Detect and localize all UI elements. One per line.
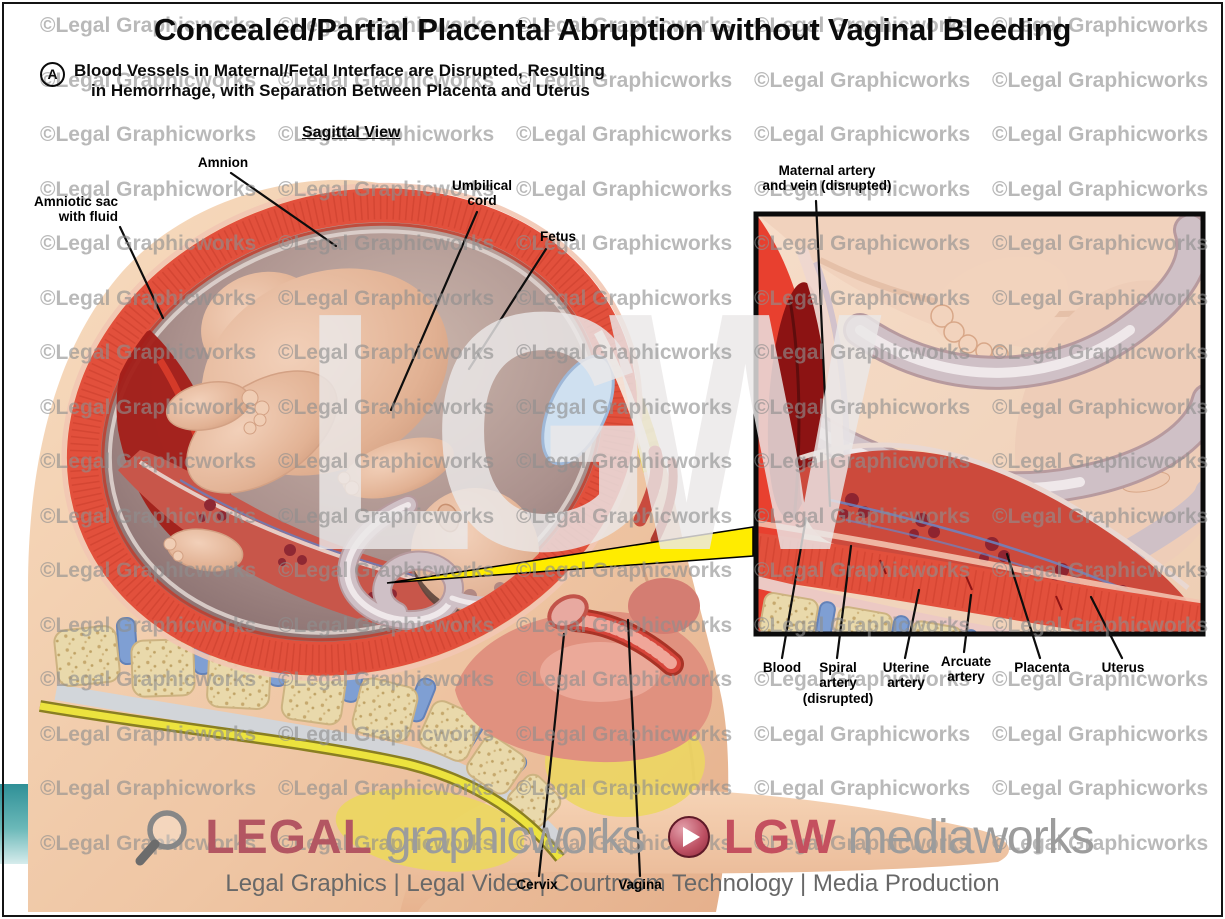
label-amnion: Amnion: [197, 155, 249, 170]
brand-legal: LEGAL: [205, 810, 373, 864]
leader-line-vagina: [626, 618, 642, 878]
label-spiral-artery: Spiral artery (disrupted): [802, 660, 874, 706]
fetus-foot-inset: [932, 256, 1068, 348]
subtitle-line2: in Hemorrhage, with Separation Between P…: [91, 81, 590, 101]
leader-line-spiral-artery: [835, 544, 853, 660]
label-amniotic-sac: Amniotic sac with fluid: [33, 194, 118, 225]
play-icon: [667, 816, 710, 858]
leader-line-uterine-artery: [903, 588, 921, 660]
fetus-figure: [163, 268, 539, 620]
label-maternal-vessels: Maternal artery and vein (disrupted): [762, 163, 892, 194]
subtitle: Blood Vessels in Maternal/Fetal Interfac…: [74, 61, 605, 101]
bladder: [541, 354, 615, 466]
leader-line-umbilical-cord: [389, 210, 479, 412]
magnifier-icon: [135, 810, 187, 866]
label-umbilical-cord: Umbilical cord: [451, 178, 513, 209]
leader-line-uterus: [1089, 595, 1124, 660]
leader-line-blood: [780, 516, 808, 660]
zoom-beam: [386, 526, 754, 584]
leader-line-cervix: [537, 632, 566, 878]
brand-lgw: LGW: [723, 810, 836, 864]
footer-tagline: Legal Graphics | Legal Video | Courtroom…: [225, 870, 1000, 897]
view-heading: Sagittal View: [302, 124, 401, 141]
label-vagina: Vagina: [618, 877, 662, 892]
leader-line-amnion: [229, 171, 338, 248]
label-blood: Blood: [762, 660, 802, 675]
label-arcuate-artery: Arcuate artery: [940, 654, 992, 685]
brand-mediaworks: mediaworks: [847, 810, 1095, 864]
label-fetus: Fetus: [540, 229, 577, 244]
label-placenta: Placenta: [1014, 660, 1070, 675]
uterine-wall-inset: [756, 532, 1203, 634]
leader-line-maternal-vessels: [814, 199, 832, 508]
leader-line-amniotic-sac: [118, 225, 165, 320]
leader-line-arcuate-artery: [962, 593, 973, 654]
subtitle-line1: Blood Vessels in Maternal/Fetal Interfac…: [74, 61, 605, 80]
label-uterine-artery: Uterine artery: [882, 660, 930, 691]
brand-graphicworks: graphicworks: [384, 810, 646, 864]
cervix-vagina: [547, 445, 684, 676]
label-cervix: Cervix: [516, 877, 558, 892]
fetus-arm: [342, 437, 454, 499]
page-title: Concealed/Partial Placental Abruption wi…: [153, 12, 1072, 47]
leader-lines: [118, 171, 1124, 878]
label-uterus: Uterus: [1101, 660, 1145, 675]
inset-border: [753, 211, 1206, 637]
leader-line-fetus: [467, 247, 548, 371]
annotation-marker-a: A: [40, 62, 65, 87]
inset-detail: [753, 211, 1206, 637]
brand-logo-row: LEGAL graphicworks LGW mediaworks: [0, 806, 1225, 868]
leader-line-placenta: [1005, 552, 1042, 660]
